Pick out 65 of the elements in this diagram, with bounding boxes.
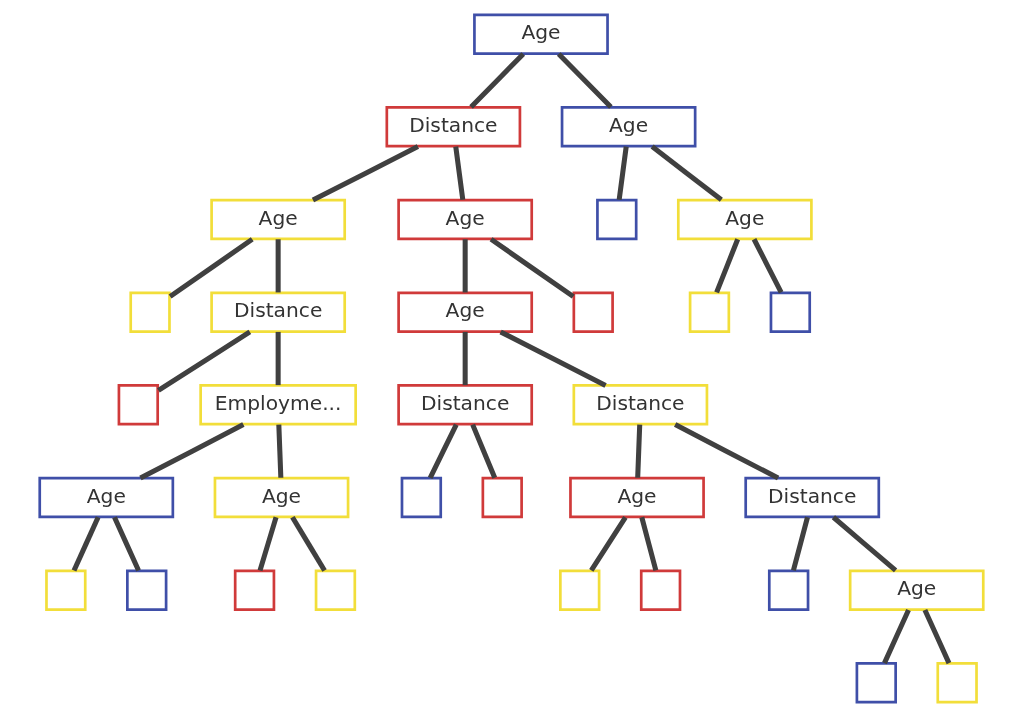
- node-box: Age: [676, 198, 813, 241]
- connector: [469, 423, 497, 479]
- node-box: Distance: [572, 384, 708, 426]
- node-box: [572, 291, 614, 333]
- connector: [588, 515, 628, 572]
- node-box: Age: [37, 476, 174, 519]
- connector: [462, 239, 468, 293]
- node-box: [769, 291, 811, 333]
- connector: [71, 516, 100, 572]
- connector: [257, 516, 278, 572]
- node-box: Distance: [384, 106, 521, 148]
- connector: [881, 608, 911, 665]
- node-box: [400, 476, 442, 519]
- node-box: Age: [209, 198, 346, 241]
- node-box: Age: [396, 291, 533, 333]
- connector: [638, 516, 658, 572]
- connector: [462, 331, 468, 386]
- node-box: Age: [848, 569, 985, 611]
- node-box: [117, 384, 159, 426]
- node-box: [481, 476, 523, 519]
- node-box: [935, 662, 978, 704]
- node-box: Employme...: [198, 384, 357, 426]
- connector: [156, 329, 251, 393]
- node-box: [125, 569, 167, 611]
- node-box: [595, 198, 638, 241]
- node-box: [128, 291, 171, 333]
- connector: [831, 515, 897, 573]
- connector: [489, 237, 575, 299]
- node-box: Age: [213, 476, 349, 519]
- node-box: [855, 662, 897, 704]
- connector: [111, 516, 141, 572]
- node-box: [688, 291, 730, 333]
- node-box: Age: [396, 198, 533, 241]
- connector: [452, 146, 465, 201]
- node-box: [558, 569, 600, 611]
- connector: [468, 52, 525, 109]
- connector: [289, 515, 327, 572]
- connector: [922, 608, 951, 665]
- node-box: Distance: [743, 476, 880, 519]
- connector: [713, 238, 740, 294]
- node-box: Distance: [209, 291, 346, 333]
- connector: [634, 424, 642, 478]
- connector: [616, 146, 629, 201]
- node-box: [314, 569, 356, 611]
- node-box: Distance: [396, 384, 533, 426]
- connector: [751, 238, 783, 294]
- node-box: [233, 569, 275, 611]
- connector: [168, 237, 254, 299]
- connector: [673, 422, 779, 481]
- node-box: Age: [568, 476, 705, 519]
- connector: [427, 423, 459, 479]
- node-box: [44, 569, 87, 611]
- node-box: Age: [472, 13, 609, 55]
- connector: [275, 239, 281, 293]
- node-box: Age: [560, 106, 696, 148]
- node-box: [639, 569, 681, 611]
- connector: [275, 424, 283, 478]
- connector: [311, 144, 419, 203]
- node-box: [767, 569, 809, 611]
- connector: [556, 52, 613, 109]
- connector: [275, 331, 281, 386]
- connector: [650, 144, 723, 202]
- connector: [499, 329, 607, 388]
- connector: [790, 516, 810, 572]
- connector: [138, 422, 245, 481]
